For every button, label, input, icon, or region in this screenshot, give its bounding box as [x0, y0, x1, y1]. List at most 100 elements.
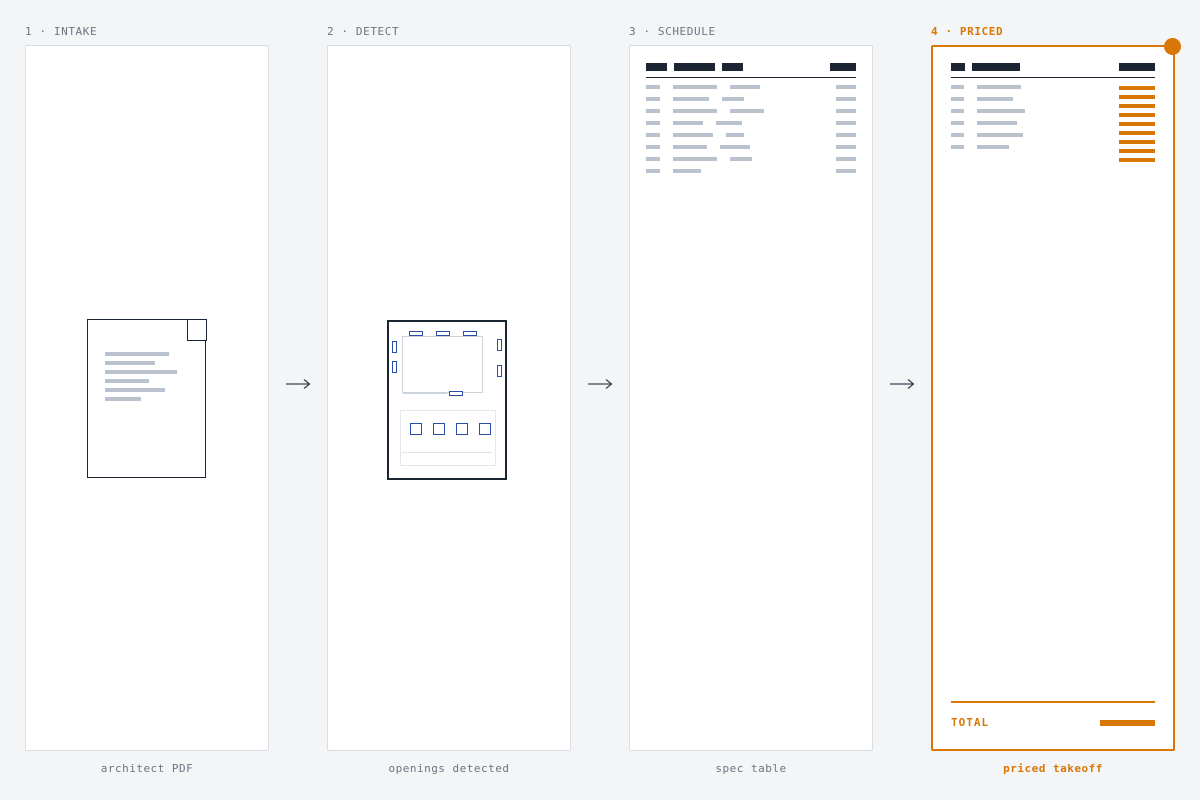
- detected-opening-marker: [497, 365, 502, 377]
- cell-bar: [673, 133, 713, 137]
- panel-detect: [327, 45, 571, 751]
- detected-opening-marker: [497, 339, 502, 351]
- price-bar: [1119, 122, 1155, 126]
- page-fold-corner-icon: [186, 318, 207, 341]
- price-bar: [1119, 104, 1155, 108]
- cell-bar: [646, 133, 660, 137]
- total-divider: [951, 701, 1155, 703]
- detected-opening-marker: [409, 331, 423, 336]
- table-header: [951, 63, 1155, 71]
- step-detect: 2 · DETECT openings detected: [327, 25, 571, 775]
- total-section: TOTAL: [951, 701, 1155, 729]
- cell-bar: [646, 157, 660, 161]
- table-row: [951, 85, 1155, 89]
- cell-bar: [646, 85, 660, 89]
- room-outline: [402, 336, 483, 393]
- table-row: [951, 133, 1155, 137]
- cell-bar: [836, 157, 856, 161]
- cell-bar: [673, 157, 717, 161]
- header-cell-bar: [830, 63, 856, 71]
- cell-bar: [716, 121, 742, 125]
- cell-bar: [730, 109, 764, 113]
- cell-bar: [977, 121, 1017, 125]
- cell-bar: [673, 109, 717, 113]
- price-column-skeleton: [1119, 86, 1155, 162]
- detected-opening-marker: [463, 331, 477, 336]
- step-intake: 1 · INTAKE architect PDF: [25, 25, 269, 775]
- document-text-line: [105, 352, 169, 356]
- document-text-line: [105, 397, 141, 401]
- total-label: TOTAL: [951, 716, 990, 729]
- cell-bar: [977, 133, 1023, 137]
- cell-bar: [951, 97, 964, 101]
- table-row: [951, 109, 1155, 113]
- table-row: [646, 169, 856, 173]
- cell-bar: [836, 97, 856, 101]
- price-bar: [1119, 95, 1155, 99]
- header-divider: [951, 77, 1155, 78]
- wall-line: [402, 452, 492, 453]
- header-cell-bar: [674, 63, 715, 71]
- cell-bar: [977, 85, 1021, 89]
- spec-table-skeleton: [630, 46, 872, 181]
- priced-table-skeleton: [933, 47, 1173, 157]
- cell-bar: [836, 133, 856, 137]
- detected-opening-marker: [449, 391, 463, 396]
- cell-bar: [646, 145, 660, 149]
- arrow-right-icon: [269, 378, 327, 390]
- header-cell-bar: [722, 63, 743, 71]
- cell-bar: [673, 85, 717, 89]
- table-row: [646, 157, 856, 161]
- cell-bar: [836, 145, 856, 149]
- table-row: [646, 85, 856, 89]
- price-bar: [1119, 131, 1155, 135]
- cell-bar: [836, 121, 856, 125]
- detected-window-marker: [456, 423, 468, 435]
- table-row: [646, 145, 856, 149]
- table-row: [646, 133, 856, 137]
- cell-bar: [646, 121, 660, 125]
- table-row: [646, 109, 856, 113]
- step-schedule-label: 3 · SCHEDULE: [629, 25, 716, 38]
- table-row: [646, 121, 856, 125]
- detected-opening-marker: [436, 331, 450, 336]
- table-row: [951, 97, 1155, 101]
- price-bar: [1119, 149, 1155, 153]
- cell-bar: [977, 97, 1013, 101]
- cell-bar: [673, 97, 709, 101]
- price-bar: [1119, 113, 1155, 117]
- document-text-line: [105, 379, 149, 383]
- document-text-line: [105, 361, 155, 365]
- cell-bar: [951, 133, 964, 137]
- cell-bar: [646, 109, 660, 113]
- header-cell-bar: [1119, 63, 1155, 71]
- detected-window-marker: [410, 423, 422, 435]
- cell-bar: [977, 109, 1025, 113]
- detected-opening-marker: [392, 341, 397, 353]
- cell-bar: [722, 97, 744, 101]
- panel-schedule: [629, 45, 873, 751]
- cell-bar: [646, 97, 660, 101]
- step-priced-caption: priced takeoff: [1003, 762, 1103, 775]
- detected-opening-marker: [392, 361, 397, 373]
- cell-bar: [673, 169, 701, 173]
- architect-pdf-illustration: [87, 318, 207, 478]
- price-bar: [1119, 86, 1155, 90]
- cell-bar: [726, 133, 744, 137]
- step-detect-caption: openings detected: [388, 762, 510, 775]
- header-cell-bar: [951, 63, 965, 71]
- cell-bar: [951, 85, 964, 89]
- cell-bar: [673, 121, 703, 125]
- table-row: [951, 145, 1155, 149]
- step-schedule: 3 · SCHEDULE spec table: [629, 25, 873, 775]
- cell-bar: [951, 145, 964, 149]
- cell-bar: [951, 121, 964, 125]
- panel-priced: TOTAL: [931, 38, 1181, 751]
- lower-room-outline: [400, 410, 496, 466]
- step-priced: 4 · PRICED TOTAL priced takeoff: [931, 25, 1181, 775]
- cell-bar: [646, 169, 660, 173]
- cell-bar: [673, 145, 707, 149]
- header-cell-bar: [972, 63, 1020, 71]
- step-intake-caption: architect PDF: [100, 762, 194, 775]
- arrow-right-icon: [873, 378, 931, 390]
